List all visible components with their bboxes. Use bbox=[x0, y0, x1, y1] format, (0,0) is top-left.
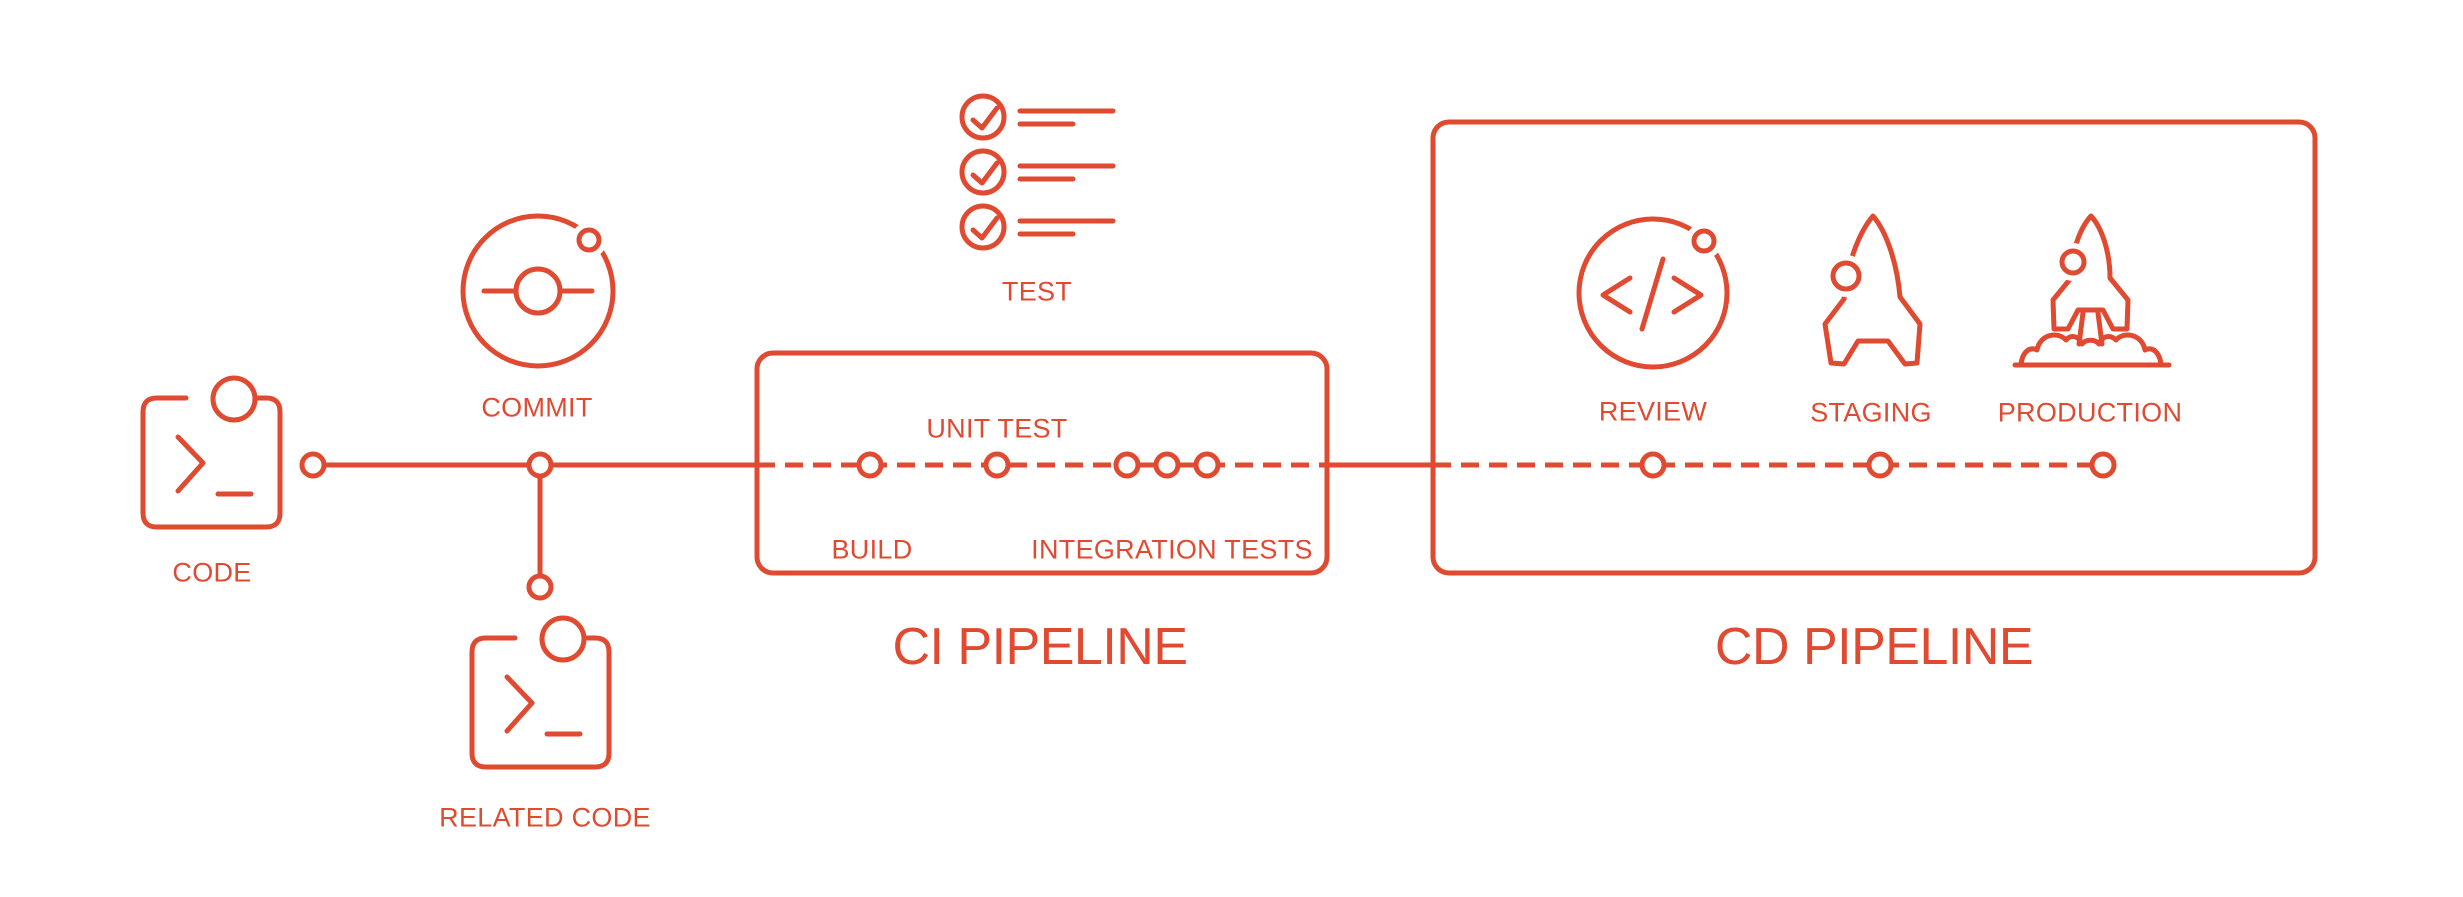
commit-node-icon bbox=[460, 213, 616, 369]
terminal-dot bbox=[210, 375, 258, 423]
node-staging bbox=[1866, 451, 1894, 479]
production-label: PRODUCTION bbox=[1997, 397, 2183, 428]
terminal-frame bbox=[469, 635, 612, 770]
cd-pipeline-box bbox=[1430, 119, 2318, 576]
check-mark bbox=[970, 105, 1000, 131]
integration-tests-label: INTEGRATION TESTS bbox=[1031, 534, 1313, 565]
code-label: CODE bbox=[172, 557, 252, 588]
node-start bbox=[299, 451, 327, 479]
node-related-code bbox=[526, 573, 554, 601]
rocket-icon bbox=[1822, 213, 1923, 367]
related-code-label: RELATED CODE bbox=[439, 802, 651, 833]
check-circle bbox=[959, 203, 1007, 251]
commit-satellite-dot bbox=[576, 227, 602, 253]
smoke-cloud bbox=[2018, 332, 2164, 368]
ci-pipeline-title: CI PIPELINE bbox=[892, 618, 1188, 676]
check-mark bbox=[970, 215, 1000, 241]
commit-label: COMMIT bbox=[481, 392, 593, 423]
node-unit-test bbox=[983, 451, 1011, 479]
terminal-icon bbox=[140, 375, 283, 530]
node-integration-1 bbox=[1113, 451, 1141, 479]
unit-test-label: UNIT TEST bbox=[926, 413, 1068, 444]
code-glyph-slash bbox=[1639, 256, 1666, 332]
check-circle bbox=[959, 148, 1007, 196]
check-circle bbox=[959, 93, 1007, 141]
review-satellite-dot bbox=[1691, 228, 1717, 254]
test-label: TEST bbox=[1001, 276, 1073, 307]
code-review-icon bbox=[1576, 216, 1730, 370]
check-mark bbox=[970, 160, 1000, 186]
build-label: BUILD bbox=[831, 534, 913, 565]
rocket-body bbox=[1822, 213, 1923, 367]
pipeline-nodes bbox=[299, 451, 2117, 601]
commit-outer-circle bbox=[460, 213, 616, 369]
terminal-dot bbox=[539, 615, 587, 663]
related-code-terminal-icon bbox=[469, 615, 612, 770]
cd-pipeline-title: CD PIPELINE bbox=[1714, 618, 2034, 676]
review-label: REVIEW bbox=[1598, 396, 1708, 427]
terminal-prompt-chevron bbox=[175, 434, 206, 494]
node-commit-junction bbox=[526, 451, 554, 479]
node-build bbox=[856, 451, 884, 479]
review-outer-circle bbox=[1576, 216, 1730, 370]
pipeline-line bbox=[310, 462, 2103, 590]
code-glyph-right-angle bbox=[1671, 275, 1704, 315]
node-production bbox=[2089, 451, 2117, 479]
code-glyph-left-angle bbox=[1600, 275, 1633, 315]
terminal-prompt-chevron bbox=[504, 674, 535, 734]
commit-inner-circle bbox=[513, 266, 563, 316]
node-integration-3 bbox=[1193, 451, 1221, 479]
rocket-porthole bbox=[1830, 260, 1862, 292]
rocket-porthole bbox=[2059, 248, 2087, 276]
terminal-frame bbox=[140, 395, 283, 530]
node-review bbox=[1639, 451, 1667, 479]
checklist-icon bbox=[959, 93, 1116, 251]
rocket-body bbox=[2050, 213, 2131, 332]
node-integration-2 bbox=[1153, 451, 1181, 479]
ci-pipeline-box bbox=[754, 350, 1330, 576]
rocket-launch-icon bbox=[2012, 213, 2172, 368]
staging-label: STAGING bbox=[1810, 397, 1932, 428]
